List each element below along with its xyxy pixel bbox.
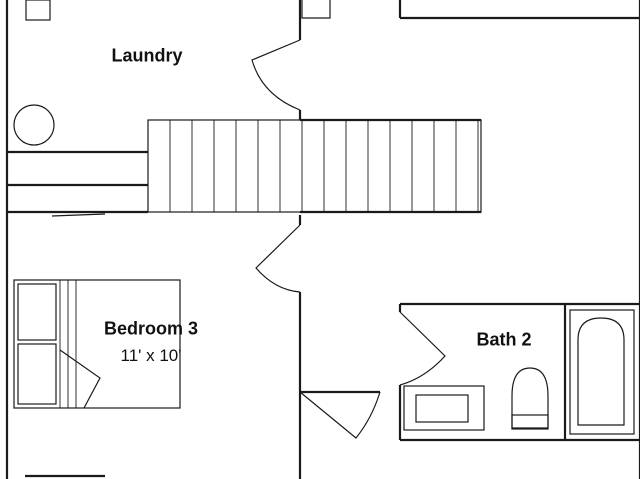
bathtub-icon (569, 309, 635, 435)
toilet-icon (511, 367, 549, 429)
room-label-laundry: Laundry (111, 45, 183, 66)
bed-icon (13, 279, 181, 409)
room-label-bedroom-3: Bedroom 3 (103, 318, 199, 339)
dryer-icon (25, 0, 51, 21)
washer-icon (13, 104, 55, 146)
door-swings (251, 0, 446, 439)
walls (5, 0, 640, 479)
room-label-bath-2: Bath 2 (476, 329, 532, 350)
room-dimensions-bedroom-3: 11' x 10' (120, 346, 182, 365)
staircase (147, 118, 482, 214)
bath-fixtures (403, 309, 635, 435)
vanity-icon (403, 385, 485, 431)
stair-treads (169, 120, 479, 212)
laundry-fixtures (13, 0, 106, 217)
